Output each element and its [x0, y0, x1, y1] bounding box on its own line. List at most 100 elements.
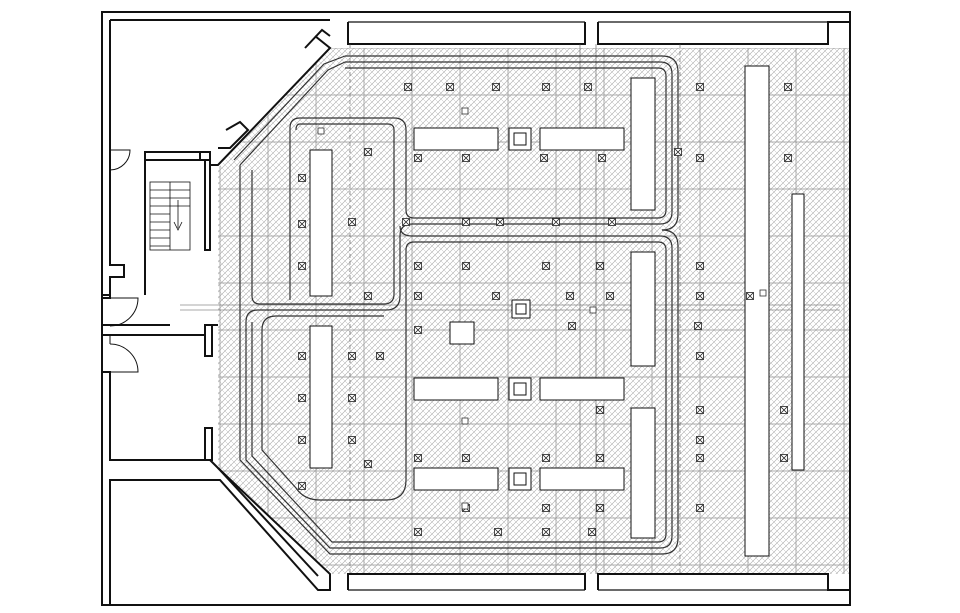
ceiling-marker-icon	[596, 262, 604, 270]
track-loops	[233, 55, 679, 555]
ceiling-marker-icon	[696, 436, 704, 444]
ceiling-marker-icon	[542, 528, 550, 536]
doors	[109, 149, 139, 373]
ceiling-marker-icon	[696, 83, 704, 91]
ceiling-markers	[298, 83, 792, 536]
ceiling-marker-icon	[696, 406, 704, 414]
stair-arrow-icon	[173, 200, 183, 231]
ceiling-marker-icon	[584, 83, 592, 91]
ceiling-marker-icon	[348, 394, 356, 402]
ceiling-marker-icon	[348, 352, 356, 360]
light-bar	[539, 377, 625, 401]
ceiling-marker-icon	[552, 218, 560, 226]
light-bar	[309, 325, 333, 469]
ceiling-marker-icon	[446, 83, 454, 91]
ceiling-marker-icon	[414, 326, 422, 334]
ceiling-marker-icon	[402, 218, 410, 226]
ceiling-marker-icon	[462, 454, 470, 462]
light-bar	[539, 127, 625, 151]
ceiling-marker-icon	[696, 262, 704, 270]
stair-treads	[150, 189, 190, 247]
ceiling-marker-icon	[784, 154, 792, 162]
door-entry-bottom	[109, 343, 139, 373]
ceiling-marker-icon	[348, 218, 356, 226]
ceiling-marker-icon	[414, 292, 422, 300]
fixture-box	[508, 127, 532, 151]
ceiling-marker-icon	[746, 292, 754, 300]
light-bar	[630, 407, 656, 539]
track-outer	[245, 61, 673, 549]
ceiling-marker-icon	[780, 406, 788, 414]
ceiling-marker-icon	[542, 504, 550, 512]
small-squares	[317, 107, 767, 510]
ceiling-marker-icon	[364, 148, 372, 156]
ceiling-marker-icon	[588, 528, 596, 536]
light-bar	[539, 467, 625, 491]
ceiling-marker-icon	[298, 352, 306, 360]
ceiling-fixtures	[508, 127, 532, 491]
ceiling-marker-icon	[542, 83, 550, 91]
ceiling-marker-icon	[568, 322, 576, 330]
ceiling-marker-icon	[364, 460, 372, 468]
ceiling-marker-icon	[494, 528, 502, 536]
ceiling-marker-icon	[298, 174, 306, 182]
fixture-box	[511, 299, 531, 319]
fixture-box	[508, 467, 532, 491]
ceiling-marker-icon	[674, 148, 682, 156]
door-entry-top	[109, 297, 139, 327]
ceiling-marker-icon	[606, 292, 614, 300]
ceiling-marker-icon	[596, 504, 604, 512]
ceiling-marker-icon	[414, 528, 422, 536]
light-bar	[744, 65, 770, 557]
fixture-box	[508, 377, 532, 401]
ceiling-marker-icon	[462, 262, 470, 270]
ceiling-marker-icon	[694, 322, 702, 330]
west-walls	[102, 19, 332, 605]
ceiling-marker-icon	[298, 482, 306, 490]
wall-west-upper	[109, 20, 125, 295]
ceiling-marker-icon	[462, 218, 470, 226]
light-bar	[630, 77, 656, 211]
ceiling-marker-icon	[696, 154, 704, 162]
ceiling-marker-icon	[542, 454, 550, 462]
ceiling-marker-icon	[496, 218, 504, 226]
light-bar	[449, 321, 475, 345]
light-bar	[413, 377, 499, 401]
ceiling-marker-icon	[414, 454, 422, 462]
ceiling-marker-icon	[696, 352, 704, 360]
ceiling-marker-icon	[298, 220, 306, 228]
ceiling-marker-icon	[780, 454, 788, 462]
ceiling-marker-icon	[696, 504, 704, 512]
ceiling-marker-icon	[376, 352, 384, 360]
ceiling-marker-icon	[784, 83, 792, 91]
ceiling-marker-icon	[298, 436, 306, 444]
ceiling-marker-icon	[608, 218, 616, 226]
ceiling-marker-icon	[696, 454, 704, 462]
light-bar	[413, 127, 499, 151]
ceiling-marker-icon	[598, 154, 606, 162]
ceiling-marker-icon	[566, 292, 574, 300]
ceiling-marker-icon	[596, 454, 604, 462]
light-bars	[309, 65, 805, 557]
ceiling-marker-icon	[404, 83, 412, 91]
light-bar	[309, 149, 333, 297]
ceiling-marker-icon	[542, 262, 550, 270]
ceiling-marker-icon	[298, 394, 306, 402]
ceiling-marker-icon	[696, 292, 704, 300]
light-bar	[413, 467, 499, 491]
light-bar	[791, 193, 805, 471]
ceiling-marker-icon	[492, 292, 500, 300]
ceiling-marker-icon	[462, 154, 470, 162]
door-stair	[109, 149, 131, 171]
ceiling-marker-icon	[414, 154, 422, 162]
light-bar	[630, 251, 656, 367]
ceiling-marker-icon	[364, 292, 372, 300]
ceiling-marker-icon	[540, 154, 548, 162]
ceiling-marker-icon	[492, 83, 500, 91]
ceiling-marker-icon	[414, 262, 422, 270]
staircase	[149, 181, 191, 251]
ceiling-marker-icon	[596, 406, 604, 414]
ceiling-marker-icon	[348, 436, 356, 444]
ceiling-marker-icon	[298, 262, 306, 270]
